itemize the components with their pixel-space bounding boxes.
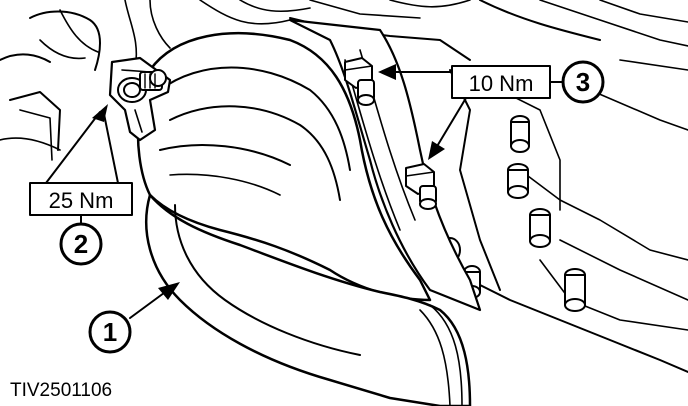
exhaust-manifold bbox=[136, 18, 482, 406]
callout-circle-2 bbox=[59, 222, 103, 266]
arrowhead-icon bbox=[378, 64, 396, 80]
arrowhead-icon bbox=[428, 141, 445, 160]
arrowhead-icon bbox=[158, 282, 180, 300]
callout-2: 25 Nm 2 bbox=[29, 104, 133, 266]
callout-number-3: 3 bbox=[576, 67, 590, 97]
figure-id: TIV2501106 bbox=[10, 380, 112, 401]
bolt-25nm bbox=[117, 69, 167, 103]
callout-1: 1 bbox=[88, 282, 180, 354]
callout-circle-3 bbox=[561, 60, 605, 104]
callout-number-2: 2 bbox=[74, 229, 88, 259]
bolt-10nm-upper bbox=[344, 57, 375, 106]
torque-label-25nm: 25 Nm bbox=[49, 188, 114, 213]
bolt-10nm-lower bbox=[405, 163, 437, 210]
torque-box-25nm bbox=[29, 182, 133, 216]
arrowhead-icon bbox=[92, 104, 108, 122]
callout-number-1: 1 bbox=[103, 317, 117, 347]
callout-circle-1 bbox=[88, 310, 132, 354]
torque-box-10nm bbox=[451, 65, 551, 99]
callout-3: 10 Nm 3 bbox=[378, 60, 605, 160]
torque-label-10nm: 10 Nm bbox=[469, 71, 534, 96]
